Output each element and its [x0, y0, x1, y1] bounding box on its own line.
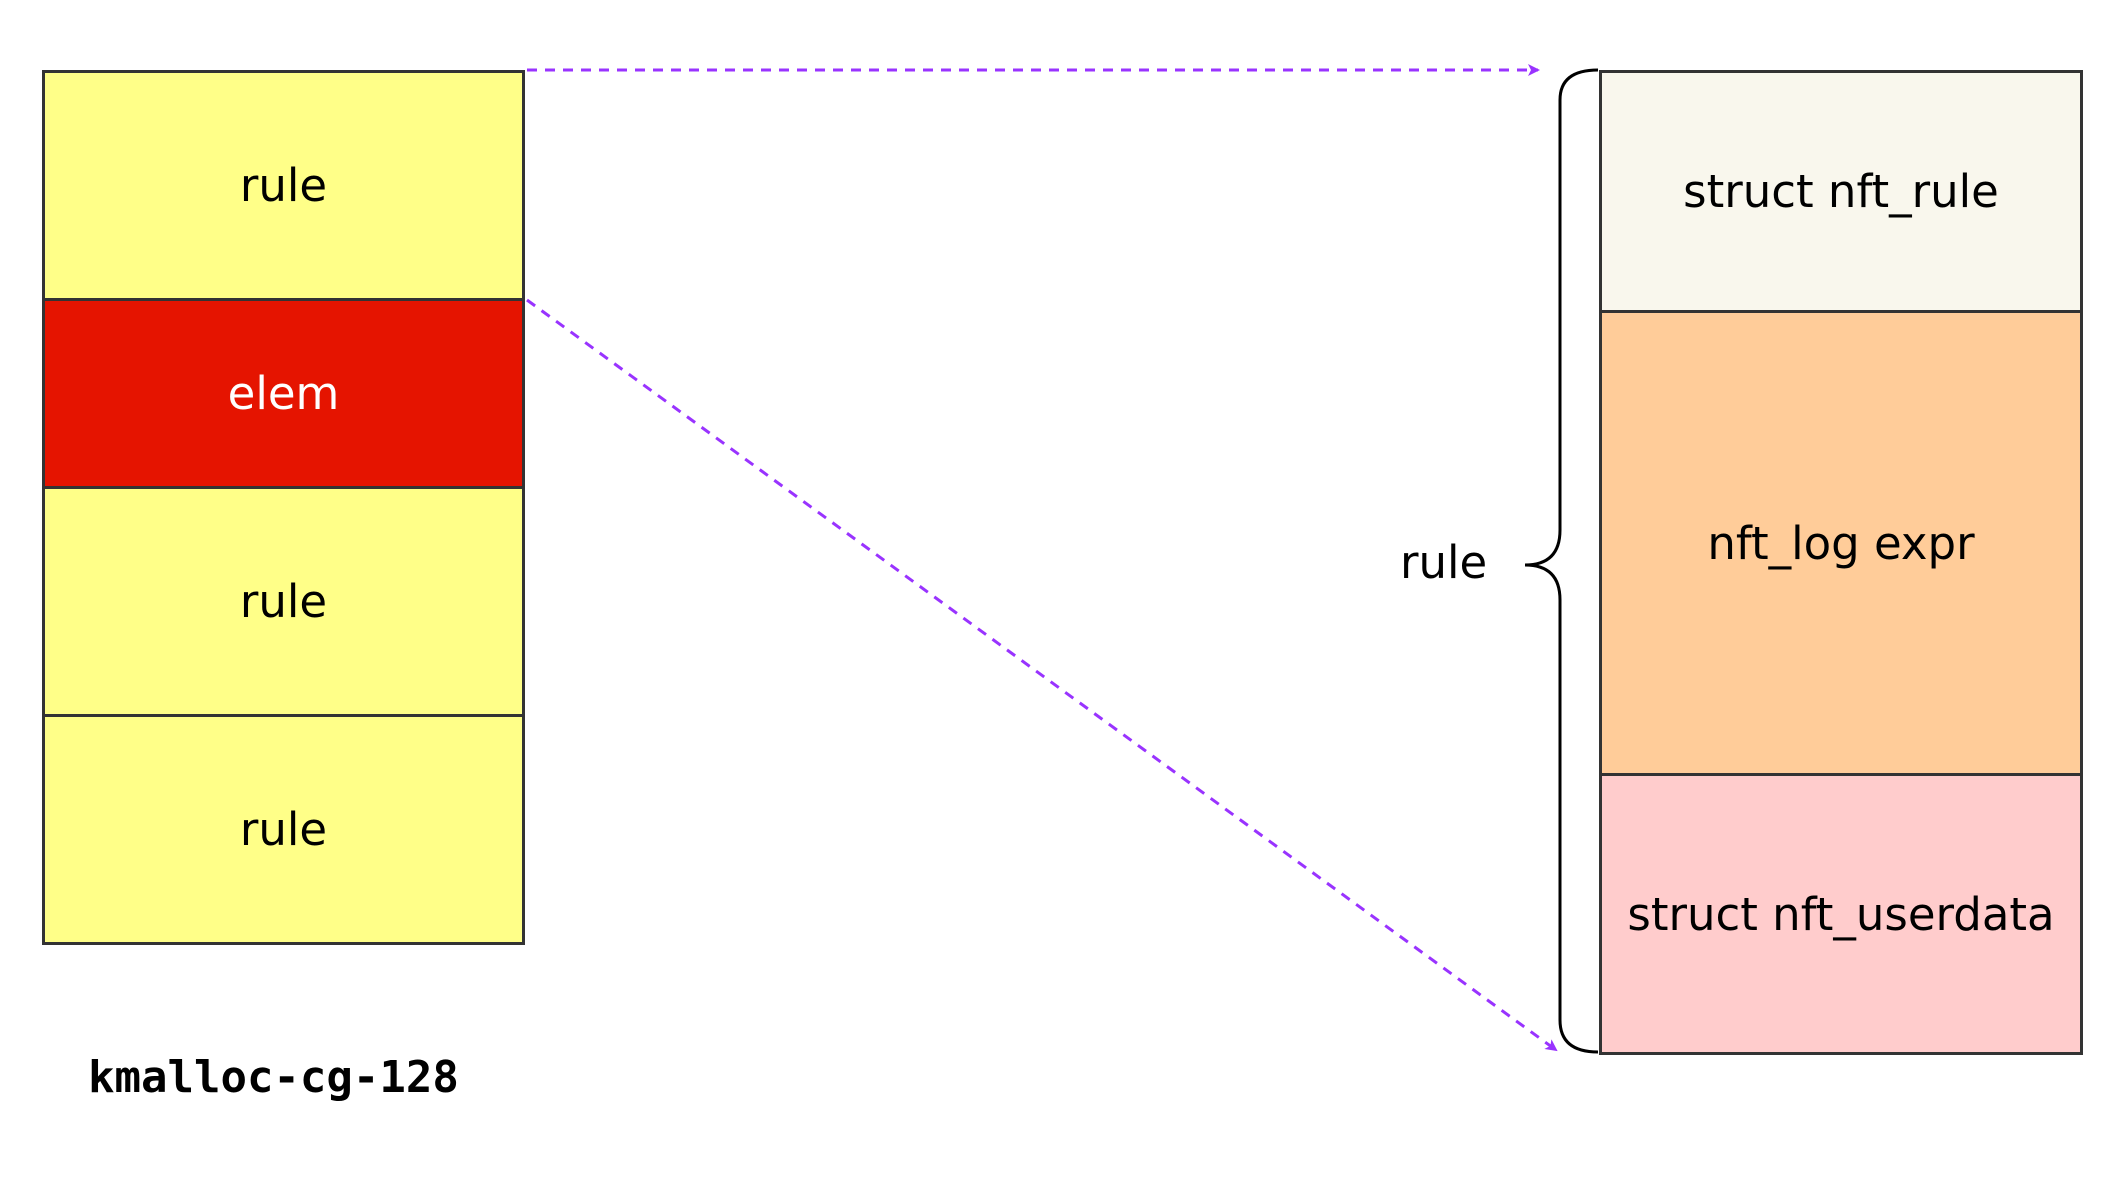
rule-part-label: struct nft_rule [1683, 165, 1999, 218]
slab-slot-rule-2: rule [42, 486, 525, 717]
nft-log-expr-block: nft_log expr [1599, 310, 2083, 776]
slab-slot-label: rule [239, 575, 328, 628]
rule-part-label: struct nft_userdata [1627, 887, 2055, 941]
slab-slot-rule-3: rule [42, 714, 525, 945]
struct-nft-userdata-block: struct nft_userdata [1599, 773, 2083, 1055]
slab-slot-label: elem [227, 367, 340, 420]
slab-slot-label: rule [239, 803, 328, 856]
slab-slot-elem: elem [42, 298, 525, 489]
struct-nft-rule-block: struct nft_rule [1599, 70, 2083, 313]
slab-cache-label: kmalloc-cg-128 [88, 1052, 459, 1103]
brace-label: rule [1400, 536, 1488, 589]
rule-part-label: nft_log expr [1707, 516, 1975, 570]
arrow-bottom-connector [526, 298, 1558, 1052]
curly-brace [1524, 68, 1599, 1054]
slab-slot-rule-1: rule [42, 70, 525, 301]
slab-slot-label: rule [239, 159, 328, 212]
